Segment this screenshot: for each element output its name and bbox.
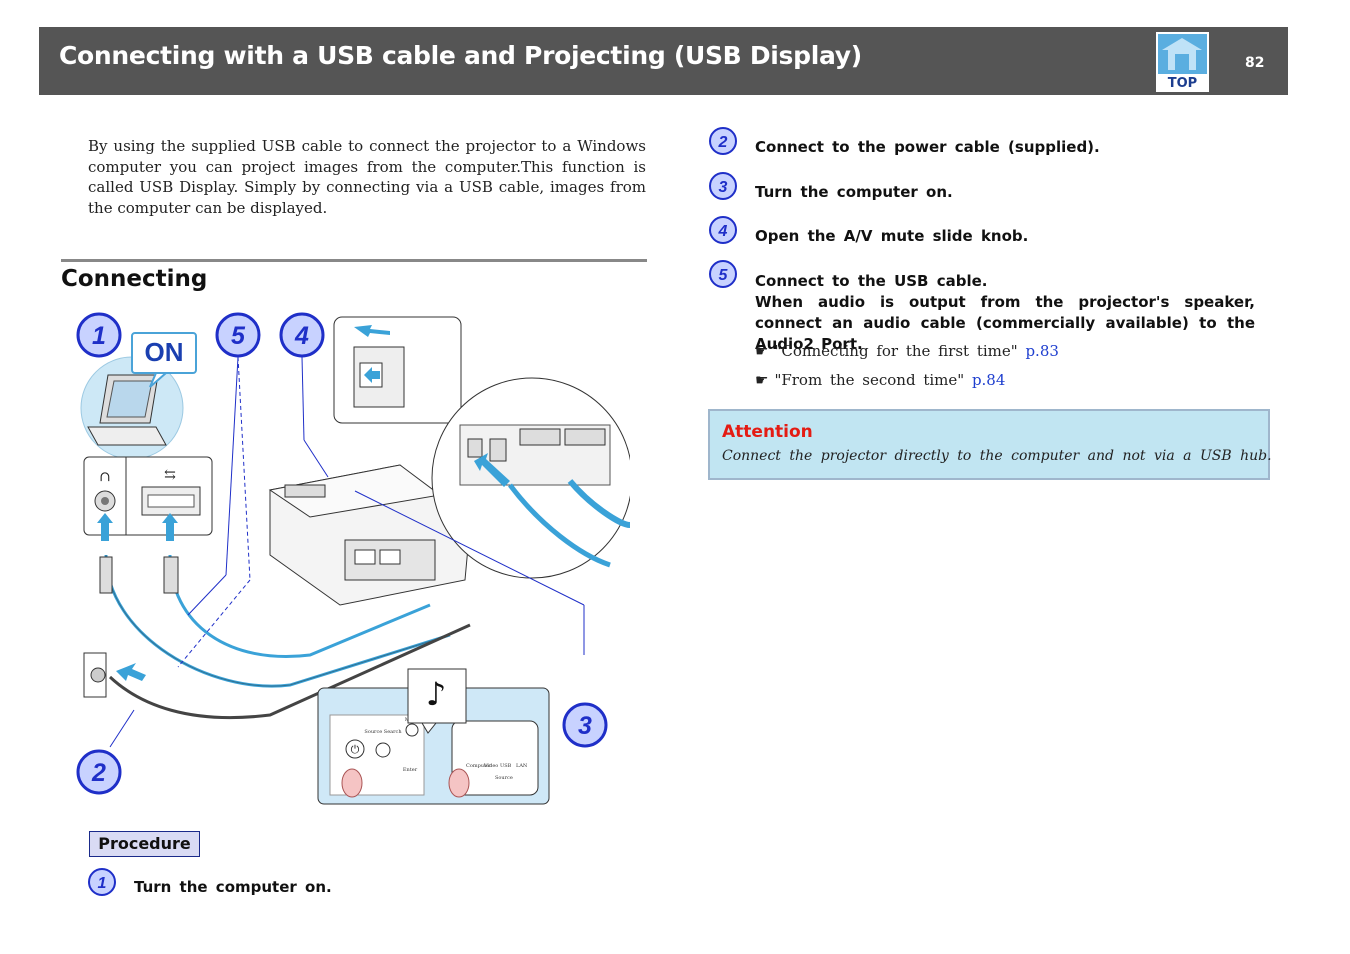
svg-text:2: 2: [718, 134, 728, 151]
av-mute-inset: [333, 316, 462, 424]
reference-text: "From the second time": [774, 371, 965, 389]
svg-text:4: 4: [718, 223, 728, 240]
svg-text:USB: USB: [500, 763, 512, 769]
svg-text:LAN: LAN: [516, 763, 528, 769]
page-link-84[interactable]: p.84: [971, 371, 1006, 389]
step-3-text: Turn the computer on.: [755, 183, 953, 201]
audio-note-icon: ♪: [426, 675, 446, 713]
callout-3: 3: [562, 702, 608, 748]
section-divider: [61, 259, 647, 262]
step-4-text: Open the A/V mute slide knob.: [755, 227, 1029, 245]
step-5-detail: When audio is output from the projector'…: [755, 293, 1255, 353]
svg-text:⇆: ⇆: [164, 467, 176, 483]
attention-text: Connect the projector directly to the co…: [722, 448, 1272, 464]
connection-diagram: ON ∩ ⇆: [76, 312, 630, 805]
svg-text:⏻: ⏻: [351, 743, 360, 756]
svg-text:2: 2: [91, 759, 106, 787]
step-4-badge: 4: [709, 216, 737, 244]
page-link-83[interactable]: p.83: [1025, 342, 1059, 360]
top-home-icon[interactable]: TOP: [1156, 32, 1209, 92]
svg-text:Computer: Computer: [466, 763, 492, 769]
callout-1: 1: [76, 312, 122, 358]
page-header: Connecting with a USB cable and Projecti…: [39, 27, 1288, 95]
svg-text:4: 4: [294, 322, 309, 350]
top-label: TOP: [1167, 76, 1198, 91]
on-bubble: ON: [131, 332, 197, 388]
svg-text:Video: Video: [483, 763, 498, 769]
svg-text:Enter: Enter: [403, 767, 418, 773]
svg-text:1: 1: [98, 875, 107, 892]
on-label: ON: [145, 337, 184, 367]
attention-title: Attention: [722, 422, 813, 442]
reference-text: "Connecting for the first time": [774, 342, 1018, 360]
power-outlet: [83, 652, 107, 698]
procedure-label: Procedure: [89, 831, 200, 857]
svg-text:5: 5: [719, 267, 729, 284]
pointing-hand-icon: ☛: [755, 342, 769, 360]
callout-4: 4: [279, 312, 325, 358]
callout-5: 5: [215, 312, 261, 358]
computer-port-panel: ∩ ⇆: [83, 456, 213, 536]
step-1-badge: 1: [88, 868, 116, 896]
step-1-text: Turn the computer on.: [134, 878, 332, 896]
ports-zoom-inset: [431, 377, 630, 579]
step-3-badge: 3: [709, 172, 737, 200]
svg-text:1: 1: [92, 322, 106, 350]
svg-text:∩: ∩: [99, 469, 111, 485]
laptop-icon: [87, 374, 167, 446]
reference-second-time: ☛ "From the second time" p.84: [755, 371, 1005, 389]
section-title: Connecting: [61, 266, 208, 292]
step-5-badge: 5: [709, 260, 737, 288]
reference-first-time: ☛ "Connecting for the first time" p.83: [755, 342, 1059, 360]
svg-text:5: 5: [231, 322, 246, 350]
svg-text:Source Search: Source Search: [364, 729, 402, 735]
step-5-text: Connect to the USB cable.: [755, 272, 988, 290]
attention-box: Attention Connect the projector directly…: [708, 409, 1272, 480]
svg-text:3: 3: [719, 179, 728, 196]
remote-control-inset: ⏻ Source Search Menu Enter Computer Vide…: [317, 668, 550, 805]
page-number: 82: [1245, 55, 1265, 71]
pointing-hand-icon: ☛: [755, 371, 769, 389]
page-title: Connecting with a USB cable and Projecti…: [59, 41, 862, 70]
svg-text:3: 3: [578, 712, 592, 740]
intro-paragraph: By using the supplied USB cable to conne…: [88, 137, 646, 217]
svg-text:Source: Source: [495, 775, 513, 781]
step-2-badge: 2: [709, 127, 737, 155]
step-2-text: Connect to the power cable (supplied).: [755, 138, 1100, 156]
callout-2: 2: [76, 749, 122, 795]
